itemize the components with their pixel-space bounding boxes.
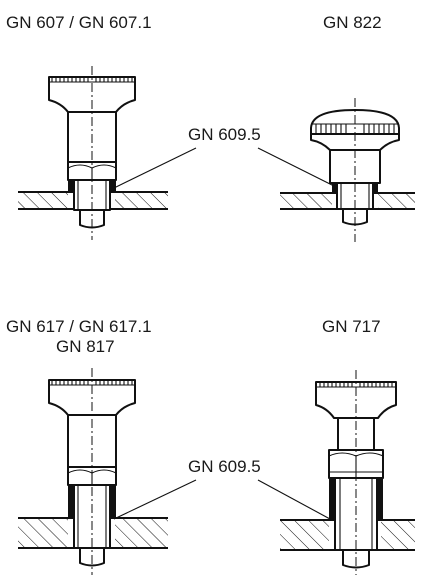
plunger-gn-607 xyxy=(18,66,168,240)
title-gn-717: GN 717 xyxy=(322,317,381,336)
leader-line-bottom-right xyxy=(257,479,331,520)
title-gn-822: GN 822 xyxy=(323,13,382,32)
title-gn-607: GN 607 / GN 607.1 xyxy=(6,13,152,32)
leader-line-top-right xyxy=(257,147,335,187)
plunger-gn-617 xyxy=(18,368,168,575)
callout-label-bottom: GN 609.5 xyxy=(188,457,261,476)
locking-pin xyxy=(79,209,105,229)
leader-line-top-left xyxy=(113,147,197,189)
plunger-gn-717 xyxy=(280,370,415,575)
callout-label-top: GN 609.5 xyxy=(188,125,261,144)
plate-section-left xyxy=(18,192,68,209)
leader-line-bottom-left xyxy=(113,479,197,520)
title-gn-617: GN 617 / GN 617.1 xyxy=(6,317,152,336)
plate-section-right xyxy=(115,192,168,209)
title-gn-817: GN 817 xyxy=(56,337,115,356)
plunger-gn-822 xyxy=(280,98,415,242)
